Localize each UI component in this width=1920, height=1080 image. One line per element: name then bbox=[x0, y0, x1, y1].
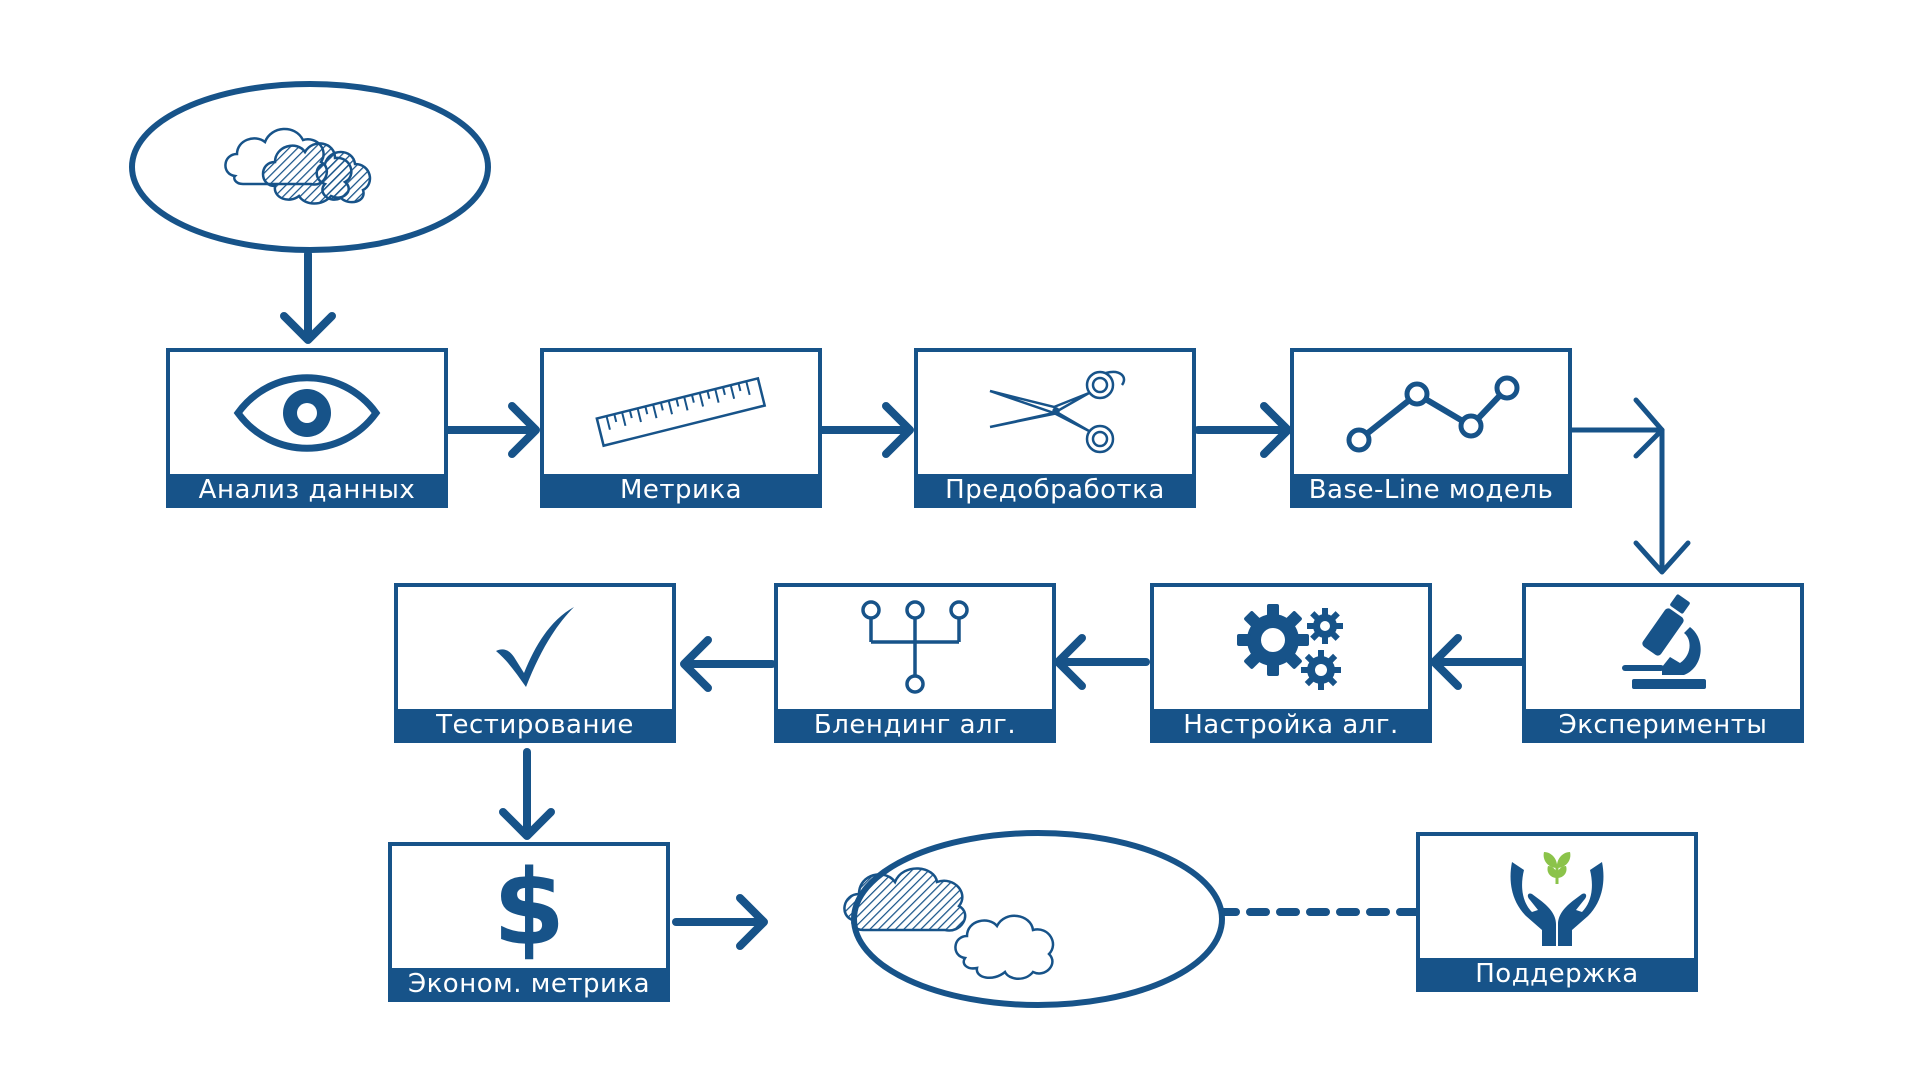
node-preprocess: Предобработка bbox=[914, 348, 1196, 508]
arrow-left bbox=[1430, 634, 1526, 690]
arrow-right bbox=[818, 402, 914, 458]
node-metric: Метрика bbox=[540, 348, 822, 508]
scissors-icon bbox=[989, 370, 1126, 454]
node-tuning: Настройка алг. bbox=[1150, 583, 1432, 743]
clouds-icon bbox=[843, 867, 1055, 980]
eye-icon bbox=[233, 374, 381, 452]
node-support: Поддержка bbox=[1416, 832, 1698, 992]
ruler-icon bbox=[595, 376, 767, 448]
arrow-down bbox=[499, 748, 555, 840]
svg-text:$: $ bbox=[493, 852, 565, 962]
arrow-left bbox=[1054, 634, 1150, 690]
hands-plant-icon bbox=[1510, 852, 1604, 946]
arrow-right bbox=[672, 894, 768, 950]
checkmark-icon bbox=[496, 607, 574, 687]
line-graph-icon bbox=[1346, 375, 1520, 453]
node-label: Метрика bbox=[544, 474, 818, 505]
node-label: Предобработка bbox=[918, 474, 1192, 505]
node-label: Поддержка bbox=[1420, 958, 1694, 989]
microscope-icon bbox=[1622, 594, 1706, 689]
node-label: Base-Line модель bbox=[1294, 474, 1568, 505]
node-testing: Тестирование bbox=[394, 583, 676, 743]
node-econ: $ Эконом. метрика bbox=[388, 842, 670, 1002]
dollar-icon: $ bbox=[493, 852, 565, 962]
node-label: Эконом. метрика bbox=[392, 968, 666, 999]
clouds-icon bbox=[224, 127, 372, 205]
node-label: Эксперименты bbox=[1526, 709, 1800, 740]
node-experiments: Эксперименты bbox=[1522, 583, 1804, 743]
node-label: Тестирование bbox=[398, 709, 672, 740]
arrow-corner bbox=[1569, 397, 1691, 575]
node-blending: Блендинг алг. bbox=[774, 583, 1056, 743]
node-label: Настройка алг. bbox=[1154, 709, 1428, 740]
merge-tree-icon bbox=[861, 600, 969, 694]
node-baseline: Base-Line модель bbox=[1290, 348, 1572, 508]
arrow-left bbox=[680, 636, 776, 692]
arrow-right bbox=[444, 402, 540, 458]
node-label: Блендинг алг. bbox=[778, 709, 1052, 740]
node-analysis: Анализ данных bbox=[166, 348, 448, 508]
node-label: Анализ данных bbox=[170, 474, 444, 505]
arrow-down bbox=[280, 250, 336, 344]
gears-icon bbox=[1237, 604, 1343, 690]
arrow-right bbox=[1194, 402, 1292, 458]
